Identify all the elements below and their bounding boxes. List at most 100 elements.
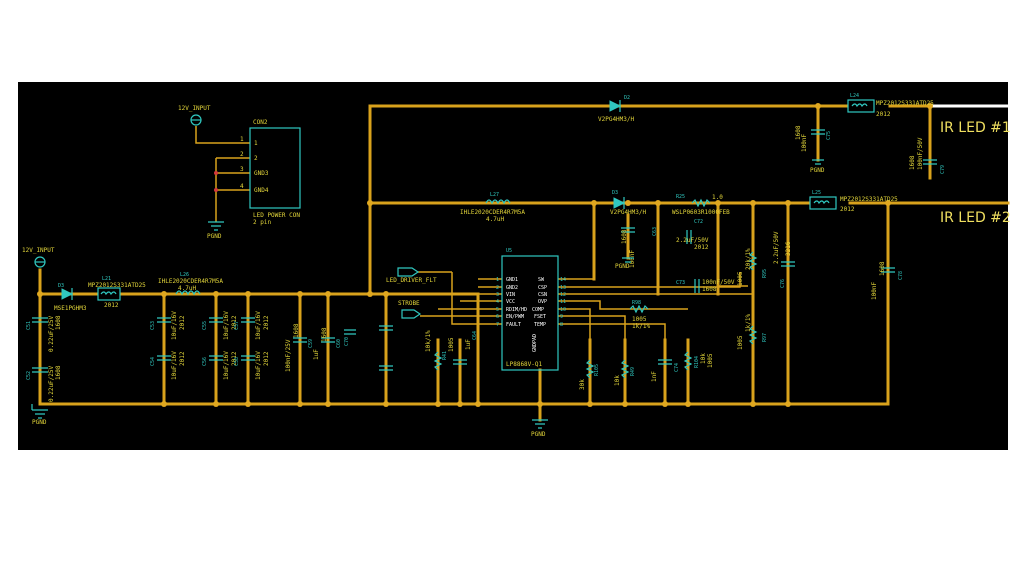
wiring — [38, 104, 1010, 422]
svg-text:2: 2 — [496, 285, 499, 291]
net-flag-led-driver-flt: LED_DRIVER_FLT — [386, 267, 437, 284]
power-input-main-label: 12V_INPUT — [22, 247, 55, 254]
svg-text:1608: 1608 — [621, 229, 628, 244]
svg-text:C56: C56 — [202, 357, 208, 366]
output-bead-l25: L25 MPZ2012S331ATD25 2012 — [809, 190, 898, 213]
svg-text:12: 12 — [560, 292, 566, 298]
svg-text:1005: 1005 — [737, 335, 744, 350]
diode-d3-output: D3 V2PG4HM3/H — [610, 190, 647, 216]
svg-text:1: 1 — [496, 277, 499, 283]
svg-text:R98: R98 — [632, 300, 641, 306]
svg-text:WSLP0603R1000FEB: WSLP0603R1000FEB — [672, 209, 730, 216]
svg-text:C52: C52 — [26, 371, 32, 380]
svg-text:10uF/16V: 10uF/16V — [223, 311, 230, 340]
svg-text:1608: 1608 — [55, 315, 62, 330]
svg-text:SW: SW — [538, 277, 545, 283]
svg-text:100nF: 100nF — [871, 282, 878, 300]
connector-desc: LED POWER CON — [253, 212, 300, 219]
svg-text:1005: 1005 — [448, 337, 455, 352]
svg-text:C53: C53 — [150, 321, 156, 330]
svg-text:R25: R25 — [676, 194, 685, 200]
svg-text:10k: 10k — [614, 375, 621, 386]
power-input-con-label: 12V_INPUT — [178, 105, 211, 112]
svg-text:2: 2 — [240, 151, 244, 158]
svg-text:RDIM/HD: RDIM/HD — [506, 307, 527, 313]
svg-text:CSP: CSP — [538, 285, 547, 291]
svg-text:MPZ2012S331ATD25: MPZ2012S331ATD25 — [88, 282, 146, 289]
svg-text:4.7uH: 4.7uH — [178, 285, 196, 292]
schematic-canvas — [18, 82, 1008, 450]
svg-text:9: 9 — [560, 314, 563, 320]
input-diode: D3 MSE1PGHM3 — [54, 283, 87, 312]
svg-text:VIN: VIN — [506, 292, 515, 298]
svg-text:MPZ2012S331ATD25: MPZ2012S331ATD25 — [876, 100, 934, 107]
svg-text:20k/1%: 20k/1% — [745, 248, 752, 270]
svg-text:MPZ2012S331ATD25: MPZ2012S331ATD25 — [840, 196, 898, 203]
svg-text:1: 1 — [240, 136, 244, 143]
svg-text:2012: 2012 — [231, 315, 238, 330]
svg-text:GND4: GND4 — [254, 187, 269, 194]
svg-text:100nF: 100nF — [629, 250, 636, 268]
cap-c63: 1608 100nF C63 PGND — [615, 227, 658, 270]
svg-text:C70: C70 — [344, 337, 350, 346]
svg-text:C64: C64 — [472, 331, 478, 340]
svg-text:10uF/16V: 10uF/16V — [223, 351, 230, 380]
svg-text:100nF/25V: 100nF/25V — [285, 339, 292, 372]
svg-text:2012: 2012 — [694, 244, 709, 251]
svg-text:1608: 1608 — [293, 323, 300, 338]
svg-text:1005: 1005 — [737, 271, 744, 286]
svg-text:2012: 2012 — [179, 315, 186, 330]
svg-text:100nF/50V: 100nF/50V — [702, 279, 735, 286]
svg-text:2012: 2012 — [263, 315, 270, 330]
svg-text:PGND: PGND — [615, 263, 630, 270]
svg-text:LED_DRIVER_FLT: LED_DRIVER_FLT — [386, 277, 437, 284]
power-input-con: 12V_INPUT — [178, 105, 211, 126]
svg-text:C59: C59 — [308, 339, 314, 348]
ovp-divider: 1005 20k/1% R95 1005 1k/1% R97 — [737, 248, 768, 350]
svg-text:1608: 1608 — [321, 327, 328, 342]
svg-text:10: 10 — [560, 307, 566, 313]
svg-text:C51: C51 — [26, 321, 32, 330]
svg-text:2.2uF/50V: 2.2uF/50V — [676, 237, 709, 244]
svg-text:2: 2 — [254, 155, 258, 162]
svg-text:R95: R95 — [762, 269, 768, 278]
connector-desc2: 2 pin — [253, 219, 271, 226]
svg-text:STROBE: STROBE — [398, 300, 420, 307]
svg-text:10uF/16V: 10uF/16V — [255, 311, 262, 340]
junctions — [37, 103, 933, 407]
svg-text:1005: 1005 — [632, 316, 647, 323]
svg-text:100nF/50V: 100nF/50V — [917, 137, 924, 170]
svg-text:13: 13 — [560, 285, 566, 291]
svg-text:1nF: 1nF — [651, 371, 658, 382]
svg-text:1.0: 1.0 — [712, 194, 723, 201]
svg-text:V2PG4HM3/H: V2PG4HM3/H — [610, 209, 647, 216]
svg-text:1608: 1608 — [55, 365, 62, 380]
svg-text:1608: 1608 — [909, 155, 916, 170]
svg-text:C76: C76 — [780, 279, 786, 288]
svg-text:C79: C79 — [940, 165, 946, 174]
svg-text:10k/1%: 10k/1% — [425, 330, 432, 352]
svg-text:0.22uF/25V: 0.22uF/25V — [48, 365, 55, 402]
ir-led-2-label: IR LED #2 — [940, 210, 1011, 226]
input-caps: C51 0.22uF/25V 1608 C52 0.22uF/25V 1608 … — [26, 315, 62, 426]
svg-text:2012: 2012 — [104, 302, 119, 309]
svg-text:3216: 3216 — [785, 241, 792, 256]
svg-text:11: 11 — [560, 299, 566, 305]
svg-text:PGND: PGND — [207, 233, 222, 240]
svg-text:1608: 1608 — [795, 125, 802, 140]
svg-text:C78: C78 — [898, 271, 904, 280]
svg-text:1k/1%: 1k/1% — [632, 323, 650, 330]
svg-text:1k/1%: 1k/1% — [745, 314, 752, 332]
svg-text:10uF/16V: 10uF/16V — [171, 311, 178, 340]
svg-text:GND1: GND1 — [506, 277, 518, 283]
svg-text:R104: R104 — [694, 356, 700, 368]
bulk-caps: C53 10uF/16V 2012 C54 10uF/16V 2012 C55 … — [150, 311, 393, 380]
svg-text:100nF: 100nF — [801, 134, 808, 152]
svg-text:D3: D3 — [612, 190, 618, 196]
svg-text:2012: 2012 — [179, 351, 186, 366]
svg-text:GND2: GND2 — [506, 285, 518, 291]
svg-text:0.22uF/25V: 0.22uF/25V — [48, 315, 55, 352]
svg-text:TEMP: TEMP — [534, 322, 546, 328]
ir-led-1-label: IR LED #1 — [940, 120, 1011, 136]
svg-text:10uF/16V: 10uF/16V — [255, 351, 262, 380]
